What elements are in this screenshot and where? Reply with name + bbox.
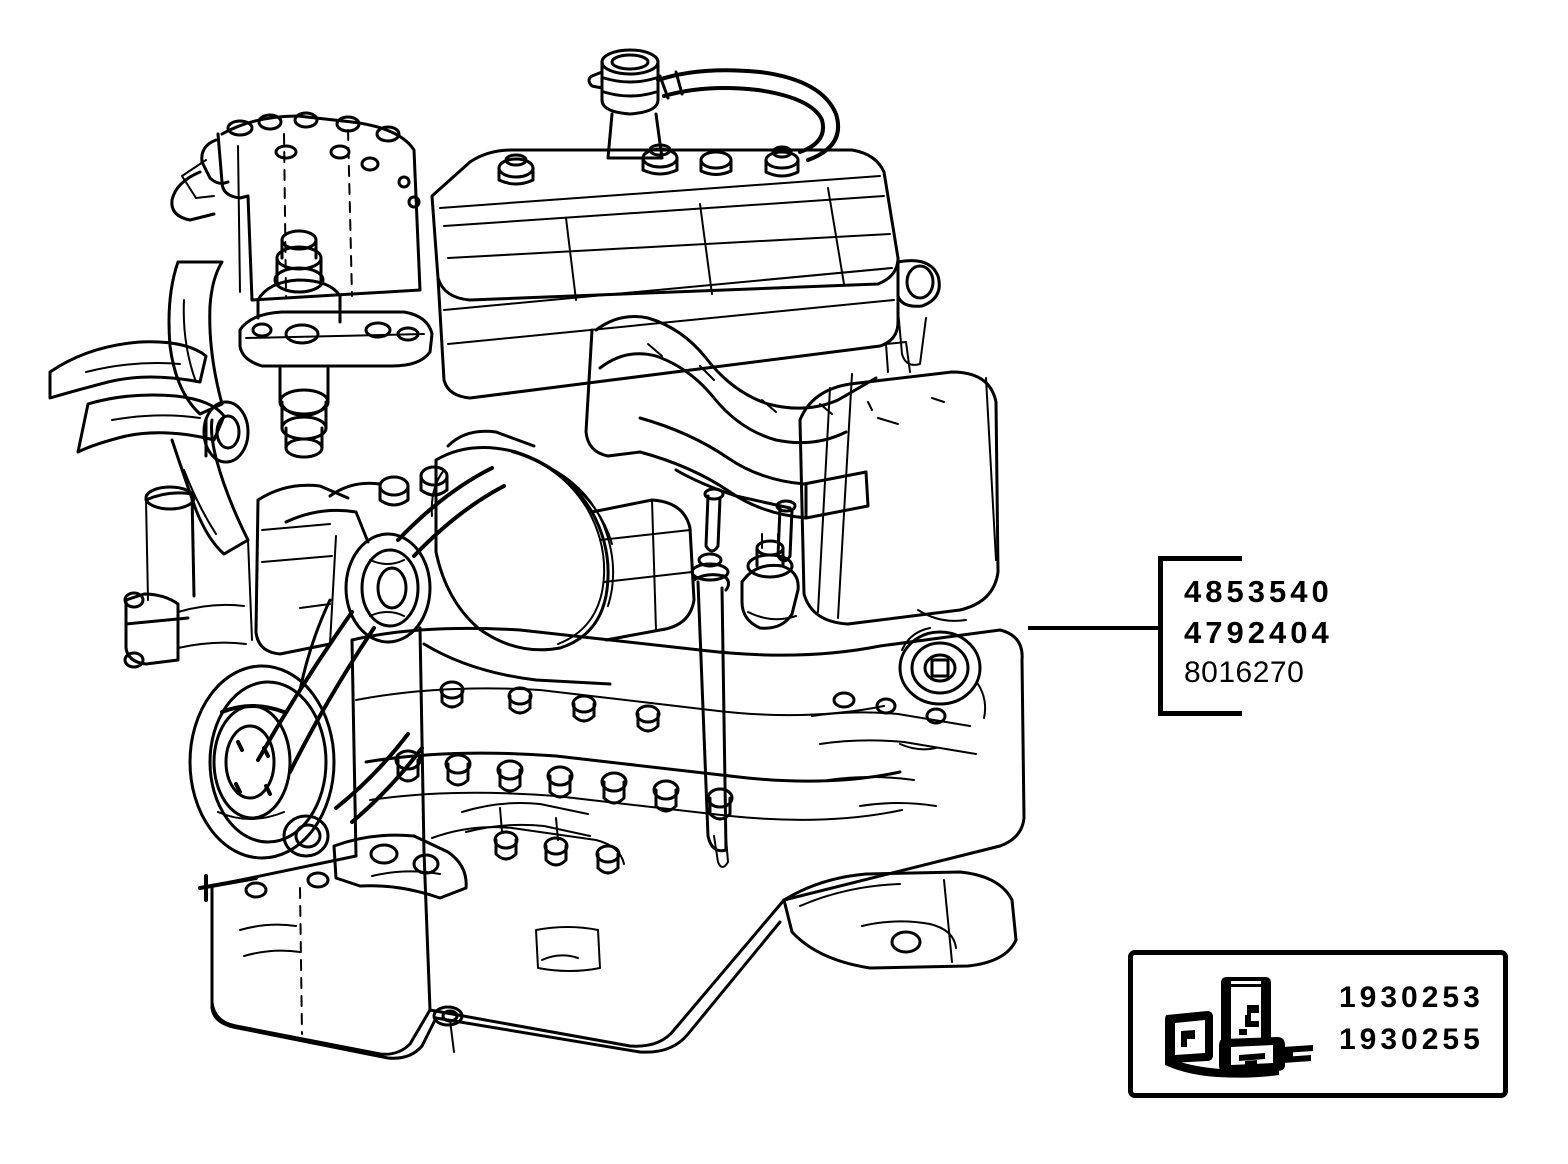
bracket-mount-pad xyxy=(238,229,434,459)
front-engine-mounts xyxy=(123,485,247,669)
bellhousing xyxy=(782,870,1018,970)
front-mounting-bracket xyxy=(170,111,422,302)
oil-pan xyxy=(210,871,782,1060)
fan-pulley-and-belts xyxy=(256,466,506,824)
engine-illustration xyxy=(48,48,1026,1060)
bracket-left-edge xyxy=(1158,556,1163,716)
part-number-1: 4853540 xyxy=(1184,574,1333,609)
valve-cover xyxy=(430,143,900,302)
oil-filter-canister xyxy=(798,341,1000,626)
block-bolt-row xyxy=(394,749,734,821)
engine-parts-icon xyxy=(1161,969,1321,1084)
valve-cover-bolts xyxy=(497,143,800,186)
engine-block xyxy=(210,626,1026,1056)
lower-front-bracket xyxy=(198,833,468,902)
bracket-top-edge xyxy=(1158,556,1242,561)
part-number-2: 4792404 xyxy=(1184,615,1333,650)
part-number-3: 8016270 xyxy=(1184,656,1305,689)
dipstick-tube xyxy=(690,552,731,868)
side-cover-plate xyxy=(461,802,591,841)
accessory-bracket-arm xyxy=(247,465,449,641)
bracket-bottom-edge xyxy=(1158,711,1242,716)
cooling-fan xyxy=(48,260,250,556)
water-pump-housing xyxy=(254,483,350,656)
rear-block-detail xyxy=(811,691,977,807)
bracket-top-bolts xyxy=(226,111,401,143)
callout-leader-line xyxy=(1028,626,1160,630)
oil-filler-cap-assembly xyxy=(587,48,841,162)
inset-part-number-list: 1930253 1930255 xyxy=(1339,983,1484,1055)
inset-part-number-1: 1930253 xyxy=(1339,981,1484,1014)
small-parts-detail-box: 1930253 1930255 xyxy=(1128,950,1508,1098)
rear-flange-boss xyxy=(898,627,987,719)
block-front-casting xyxy=(431,826,625,875)
oil-pressure-sender xyxy=(740,533,800,630)
cylinder-head xyxy=(436,256,941,400)
part-number-list: 4853540 4792404 8016270 xyxy=(1184,576,1333,688)
main-part-number-bracket: 4853540 4792404 8016270 xyxy=(1158,556,1408,716)
inset-part-number-2: 1930255 xyxy=(1339,1023,1484,1056)
block-mid-fasteners xyxy=(439,680,661,733)
crankshaft-pulley xyxy=(188,664,336,860)
